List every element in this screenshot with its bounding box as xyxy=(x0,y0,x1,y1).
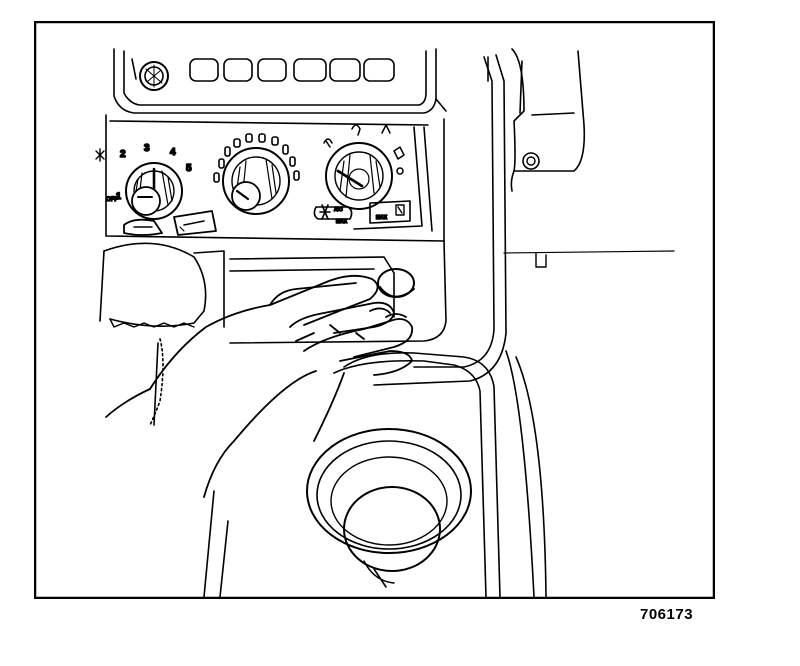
max-ac-label: MAX xyxy=(376,215,388,221)
fan-label-2: 2 xyxy=(120,149,126,160)
ac-label: A/C xyxy=(334,207,343,213)
mode-icons xyxy=(323,124,405,175)
sleeve-cuff xyxy=(99,242,207,426)
right-pillar-trim xyxy=(373,54,507,386)
recirc-button: MAX xyxy=(369,200,411,224)
hand xyxy=(105,274,414,498)
defrost-icon xyxy=(323,138,333,148)
ac-button: A/C MAX xyxy=(313,204,353,226)
fan-label-3: 3 xyxy=(144,143,150,154)
ashtray-knob xyxy=(377,268,415,298)
figure-number: 706173 xyxy=(640,606,694,623)
vent-icon xyxy=(351,124,361,136)
max-label: MAX xyxy=(336,219,348,225)
temperature-scale-blocks xyxy=(213,133,300,183)
fan-speed-scale-labels: 1 2 3 4 5 OFF xyxy=(95,142,193,204)
fan-label-1: 1 xyxy=(116,191,121,201)
lower-left-switches xyxy=(123,210,217,236)
recirc-icon xyxy=(395,204,405,216)
lower-console-opening xyxy=(193,240,447,344)
hvac-panel-frame xyxy=(105,114,445,242)
door-panel-edge xyxy=(503,250,675,268)
snowflake-icon xyxy=(319,204,331,220)
upper-dash-bezel xyxy=(113,48,447,114)
hvac-control-illustration: 1 2 3 4 5 OFF xyxy=(34,21,715,599)
radio-edge xyxy=(131,58,137,80)
temperature-dial xyxy=(222,147,290,215)
fan-speed-dial xyxy=(125,162,183,220)
radio-preset-buttons xyxy=(189,58,395,82)
panel-icon xyxy=(393,146,405,160)
floor-icon xyxy=(381,124,391,134)
shift-knob xyxy=(306,428,472,588)
fan-label-off: OFF xyxy=(106,197,118,203)
fan-label-4: 4 xyxy=(170,147,176,158)
fan-icon xyxy=(95,148,105,162)
mode-dial xyxy=(325,142,393,210)
door-handle-trim xyxy=(510,48,586,192)
fan-label-5: 5 xyxy=(186,163,192,174)
radio-knob xyxy=(139,61,169,91)
illustration-frame: 1 2 3 4 5 OFF xyxy=(34,21,715,599)
figure-border xyxy=(34,21,715,599)
center-console xyxy=(203,350,547,598)
